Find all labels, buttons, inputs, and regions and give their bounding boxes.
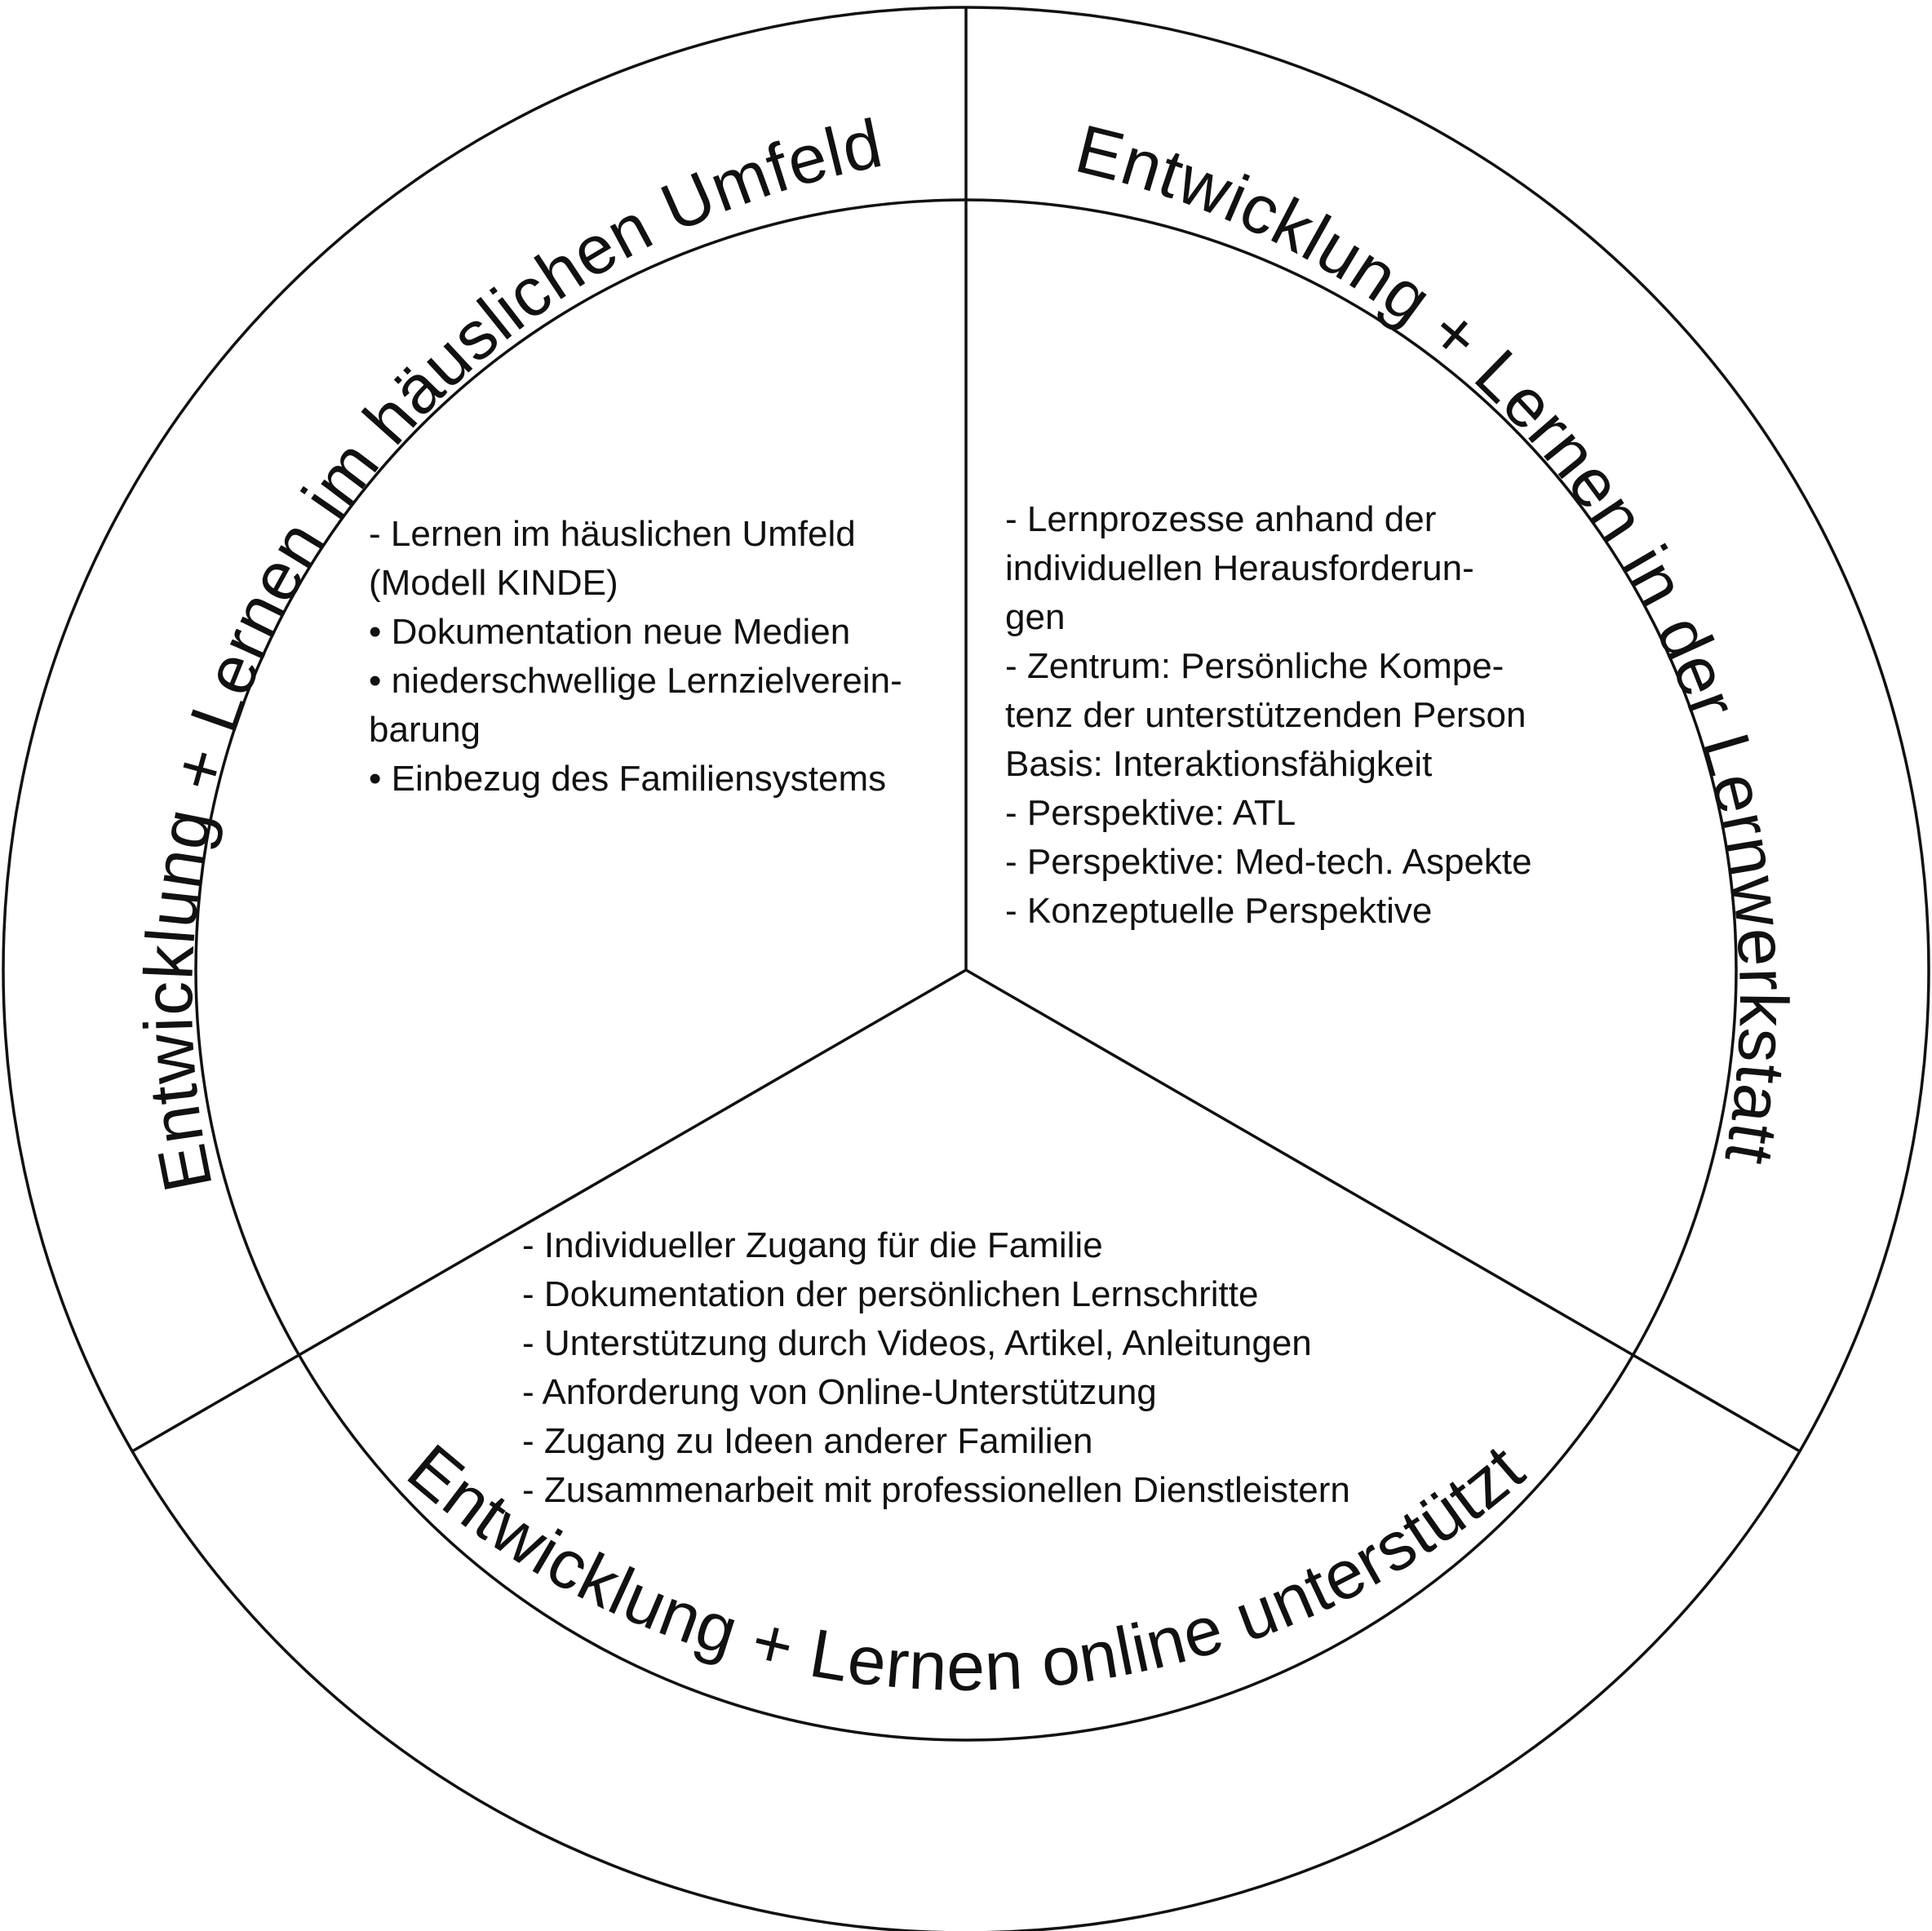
section-line: - Zentrum: Persönliche Kompe-: [1005, 646, 1504, 686]
section-line: - Unterstützung durch Videos, Artikel, A…: [522, 1323, 1312, 1363]
section-line: - Zugang zu Ideen anderer Familien: [522, 1421, 1093, 1461]
section-line: • Dokumentation neue Medien: [369, 612, 851, 652]
section-home-text: - Lernen im häuslichen Umfeld (Modell KI…: [369, 510, 902, 804]
section-line: - Konzeptuelle Perspektive: [1005, 891, 1433, 931]
section-line: Basis: Interaktionsfähigkeit: [1005, 744, 1433, 784]
divider-line-lower-left: [131, 968, 967, 1453]
section-line: - Zusammenarbeit mit professionellen Die…: [522, 1470, 1350, 1510]
section-line: individuellen Herausforderun-: [1005, 548, 1474, 588]
section-line: - Lernen im häuslichen Umfeld: [369, 514, 856, 554]
section-line: gen: [1005, 597, 1066, 637]
section-line: - Perspektive: ATL: [1005, 793, 1296, 833]
section-line: (Modell KINDE): [369, 563, 618, 603]
section-workshop-text: - Lernprozesse anhand der individuellen …: [1005, 495, 1532, 936]
section-online-text: - Individueller Zugang für die Familie -…: [522, 1221, 1350, 1515]
section-line: • niederschwellige Lernzielverein-: [369, 661, 902, 701]
section-line: - Individueller Zugang für die Familie: [522, 1225, 1103, 1265]
section-line: barung: [369, 710, 481, 750]
divider-line-lower-right: [965, 968, 1801, 1453]
section-line: • Einbezug des Familiensystems: [369, 759, 887, 799]
section-line: tenz der unterstützenden Person: [1005, 695, 1527, 735]
section-line: - Dokumentation der persönlichen Lernsch…: [522, 1274, 1259, 1314]
section-line: - Perspektive: Med-tech. Aspekte: [1005, 842, 1532, 882]
section-line: - Anforderung von Online-Unterstützung: [522, 1372, 1157, 1412]
section-line: - Lernprozesse anhand der: [1005, 499, 1437, 539]
